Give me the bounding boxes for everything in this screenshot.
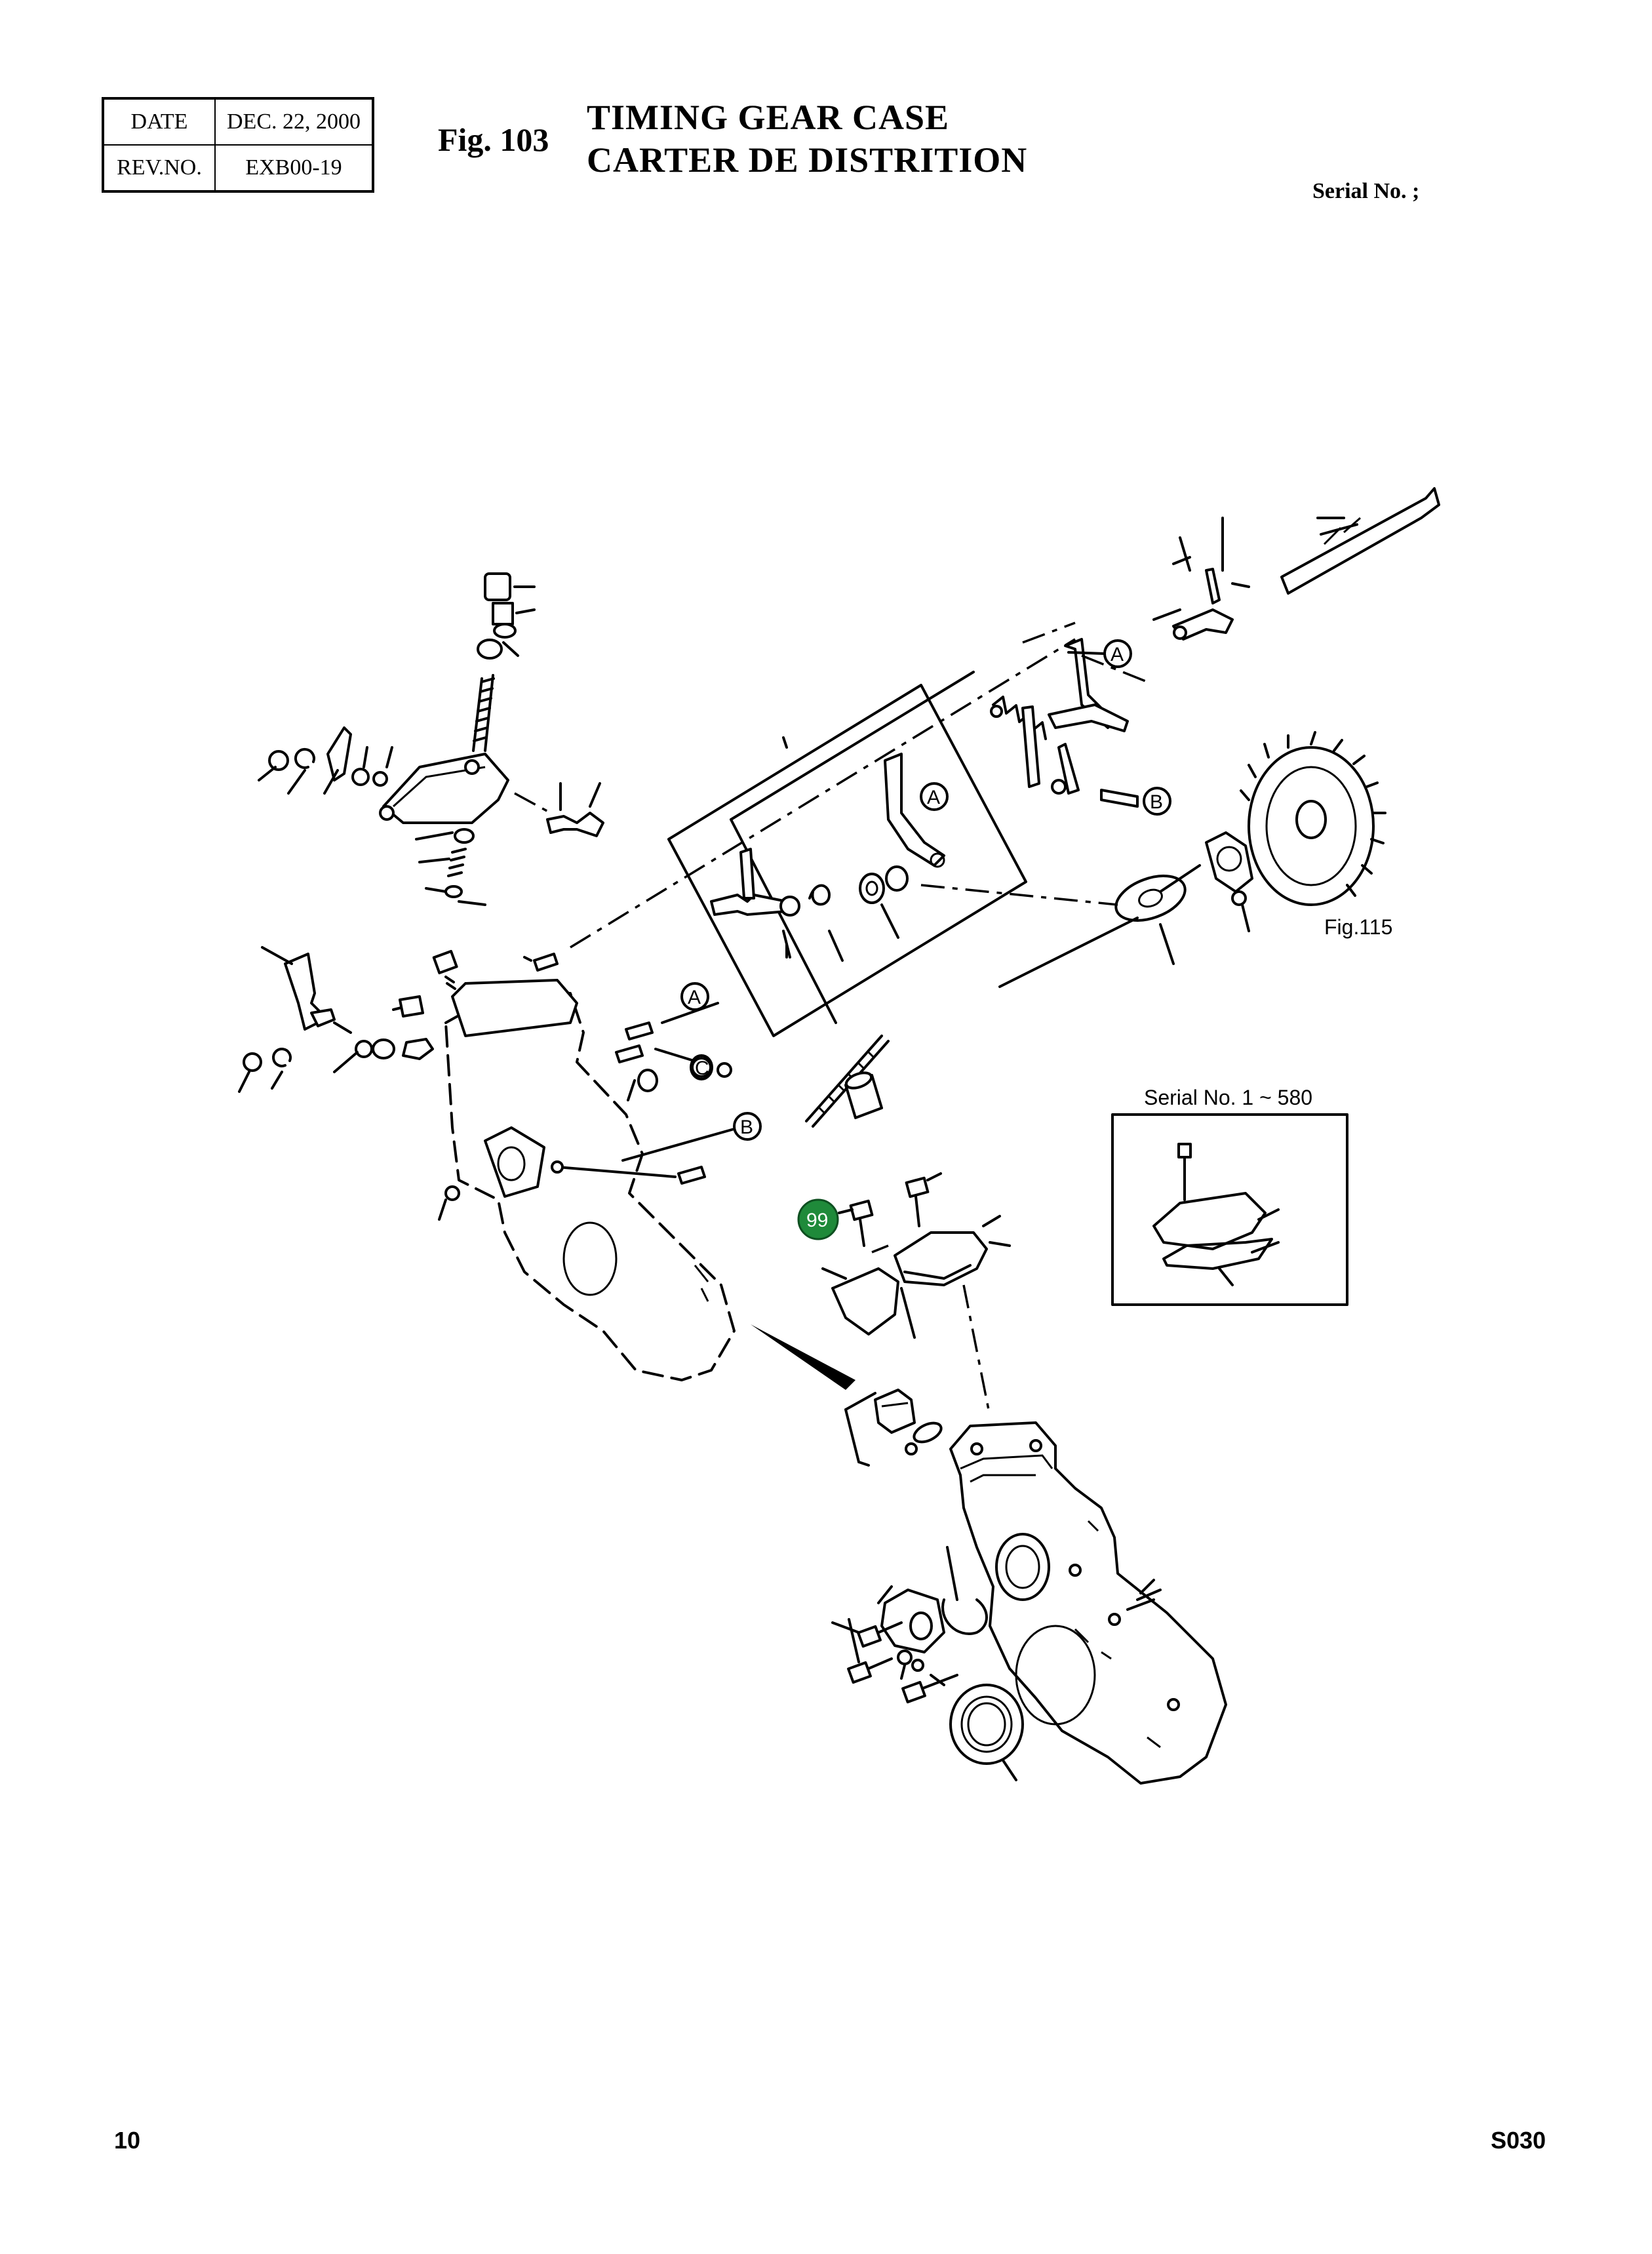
date-value: DEC. 22, 2000 <box>214 98 374 146</box>
ref-circle-a-top: A <box>1067 639 1132 668</box>
inset-serial-range: Serial No. 1 ~ 580 <box>1144 1086 1312 1109</box>
figure-number: Fig. 103 <box>438 121 549 158</box>
governor-lever <box>1022 622 1148 795</box>
stud-and-nuts <box>472 572 536 752</box>
cover-bolts <box>838 1172 942 1247</box>
fig-115-reference: Fig.115 <box>1324 915 1392 939</box>
title-french: CARTER DE DISTRITION <box>587 140 1028 180</box>
section-code: S030 <box>1491 2127 1546 2154</box>
pin-and-bolts-mid <box>615 1002 732 1101</box>
water-pump-cover <box>877 1585 945 1653</box>
side-lever-link <box>514 782 604 837</box>
serial-number-label: Serial No. ; <box>1312 179 1420 203</box>
ref-circle-b-left: B <box>621 1112 762 1162</box>
linkage-bracket-top <box>1152 556 1234 641</box>
revision-table: DATE DEC. 22, 2000 REV.NO. EXB00-19 <box>102 97 374 193</box>
axis-to-gear <box>920 884 1118 906</box>
left-washers-top <box>258 726 393 795</box>
front-bolts <box>831 1618 958 1704</box>
oil-filler-cap <box>844 1389 943 1467</box>
front-cover-plate <box>894 1215 1011 1286</box>
fuel-stop-solenoid-cover <box>379 753 509 824</box>
mounting-bracket <box>821 1267 916 1339</box>
ref-circle-b-top: B <box>1100 787 1171 816</box>
gasket-ring <box>941 1546 988 1635</box>
spring-right <box>990 696 1047 740</box>
ref-a-left-label: A <box>688 987 701 1008</box>
bushing <box>844 1071 883 1119</box>
inner-lever: A <box>884 753 949 868</box>
title-english: TIMING GEAR CASE <box>587 98 950 137</box>
cover-axis <box>962 1284 991 1417</box>
left-washers-lower <box>238 1038 434 1093</box>
date-label: DATE <box>102 98 216 146</box>
link-pin <box>1021 705 1040 788</box>
bracket-axis <box>871 1244 889 1254</box>
callout-99[interactable]: 99 <box>797 1198 839 1240</box>
rev-label: REV.NO. <box>102 144 216 192</box>
callout-99-text: 99 <box>806 1210 828 1231</box>
flyweight-disc <box>1114 864 1201 965</box>
ref-a-label: A <box>1111 644 1124 665</box>
leader-lines-top <box>1179 517 1345 588</box>
callout-99-marker[interactable] <box>797 1198 839 1240</box>
ref-b-left-label: B <box>740 1117 753 1138</box>
throttle-rod <box>1280 487 1440 595</box>
exploded-frame <box>667 671 1139 1037</box>
left-lever-lower <box>261 946 352 1034</box>
small-parts-row <box>710 848 909 962</box>
ref-a-inner-label: A <box>927 787 940 808</box>
timing-gear <box>1240 731 1386 906</box>
ref-c-label: C <box>695 1058 709 1079</box>
rear-timing-case <box>438 979 736 1381</box>
pointer-arrow <box>751 1324 856 1390</box>
serial-inset-box: Serial No. 1 ~ 580 <box>1111 1086 1348 1306</box>
crank-oil-seal <box>949 1684 1024 1781</box>
center-axis <box>570 638 1076 949</box>
rev-value: EXB00-19 <box>214 144 374 192</box>
front-timing-case <box>949 1421 1227 1785</box>
ref-circle-a-left: A <box>680 982 709 1011</box>
dowel-pins <box>551 1160 706 1185</box>
bolt-set-left <box>392 949 559 1018</box>
ref-circle-c: C <box>691 1057 712 1079</box>
spring-left <box>415 828 486 906</box>
page-number: 10 <box>114 2127 141 2154</box>
ref-b-label: B <box>1150 791 1163 813</box>
gear-hub <box>1205 831 1253 932</box>
